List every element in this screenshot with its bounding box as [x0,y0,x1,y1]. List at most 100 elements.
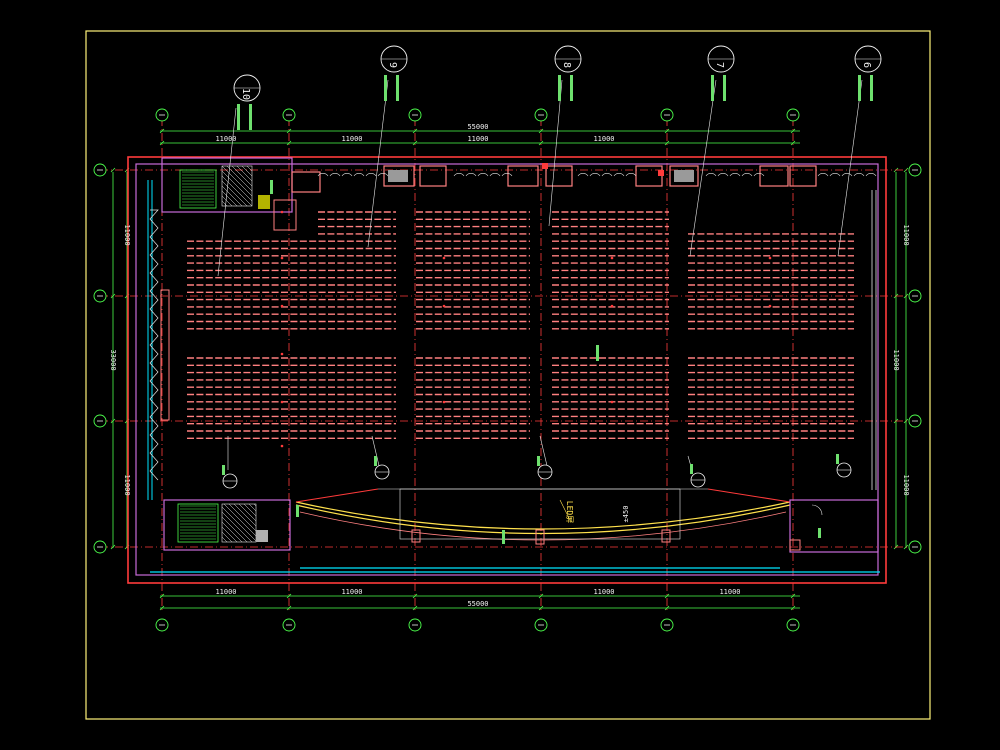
dimension-tick [286,605,292,611]
door-swing [853,173,865,177]
hatch-line [248,503,257,512]
dimension-tick [286,140,292,146]
door-swing [601,173,613,177]
door-swing [717,173,729,177]
column-bubble-label: 7 [714,62,725,68]
hatch-line [221,531,233,543]
hatch-line [221,521,243,543]
dimension-tick [790,593,796,599]
door-swing [741,173,753,177]
hatch-line [243,503,257,517]
seat-marker [280,444,284,448]
dimension-tick [412,593,418,599]
dim-right-bay-1: 11000 [902,224,910,245]
dim-top-bay-4: 11000 [593,135,614,143]
hatch-line [221,185,243,207]
dimension-tick [110,293,116,299]
dimension-tick [159,140,165,146]
dimension-tick [159,605,165,611]
column-bubble-label: 8 [561,62,572,68]
dim-top-bay-3: 11000 [467,135,488,143]
hatch-line [221,516,248,543]
right-wall-detail [871,190,877,490]
dimension-tick [159,128,165,134]
dimension-tick [664,140,670,146]
door-swing [589,173,601,177]
wall-fixture [507,165,539,187]
door-swing [477,173,489,177]
fixture-block [388,170,408,182]
door-swing [865,173,877,177]
column-note-mark [723,75,726,101]
door-swing [365,173,377,177]
seat-marker [610,256,614,260]
dim-bottom-bay-2: 11000 [341,588,362,596]
left-panel [160,289,170,421]
door-swing [577,173,589,177]
hatch-line [253,503,257,507]
dimension-tick [159,593,165,599]
leader-lines [217,79,863,471]
left-glazing [147,180,153,500]
wall-fixture [669,165,699,187]
section-note-mark [836,454,839,464]
section-note-mark [537,456,540,466]
dim-right-bay-3: 11000 [902,474,910,495]
annotations [270,180,821,544]
door-swing [453,173,465,177]
left-facade-zigzag [149,209,159,481]
seat-marker [442,400,446,404]
column-note-mark [396,75,399,101]
dim-left-bay-2: 11000 [123,474,131,495]
dim-bottom-bay-3: 11000 [593,588,614,596]
dimension-tick [664,593,670,599]
door-swing [841,173,853,177]
hatch-line [238,503,257,522]
seat-marker [768,400,772,404]
seating-blocks [187,210,854,448]
seat-marker [768,304,772,308]
door-swing [465,173,477,177]
hatch-line [221,200,228,207]
hatch-line [221,190,238,207]
dim-top-bay-2: 11000 [341,135,362,143]
dimension-tick [412,605,418,611]
hatch-line [221,170,253,202]
door-swing [817,173,829,177]
dim-right-bay-2: 11000 [892,349,900,370]
hatch-line [226,165,253,192]
top-left-stair-core [161,157,297,231]
dimension-tick [412,128,418,134]
dimension-tick [664,605,670,611]
dim-bottom-overall: 55000 [467,600,488,608]
hatch-line [221,165,253,197]
door-swing [753,173,765,177]
dimension-tick [286,128,292,134]
hatch-line [221,511,253,543]
seat-marker [610,304,614,308]
hatch-line [221,195,233,207]
door-swing [829,173,841,177]
dimension-tick [412,140,418,146]
column-bubble-label: 6 [861,62,872,68]
dimension-tick [110,167,116,173]
section-note-mark [222,465,225,475]
seat-marker [768,256,772,260]
bottom-left-stair-core [163,499,291,551]
hatch-line [221,526,238,543]
column-note-mark [858,75,861,101]
dimension-tick [538,605,544,611]
wall-fixture [545,165,573,187]
door-swing [729,173,741,177]
door-swing [329,173,341,177]
seat-marker [280,210,284,214]
section-markers [222,454,852,489]
hatch-line [221,175,253,207]
section-note-mark [374,456,377,466]
hatch-line [221,536,228,543]
door-swing [501,173,513,177]
hatch-line [233,503,257,527]
bottom-glazing [150,567,880,573]
dim-top-bay-1: 11000 [215,135,236,143]
